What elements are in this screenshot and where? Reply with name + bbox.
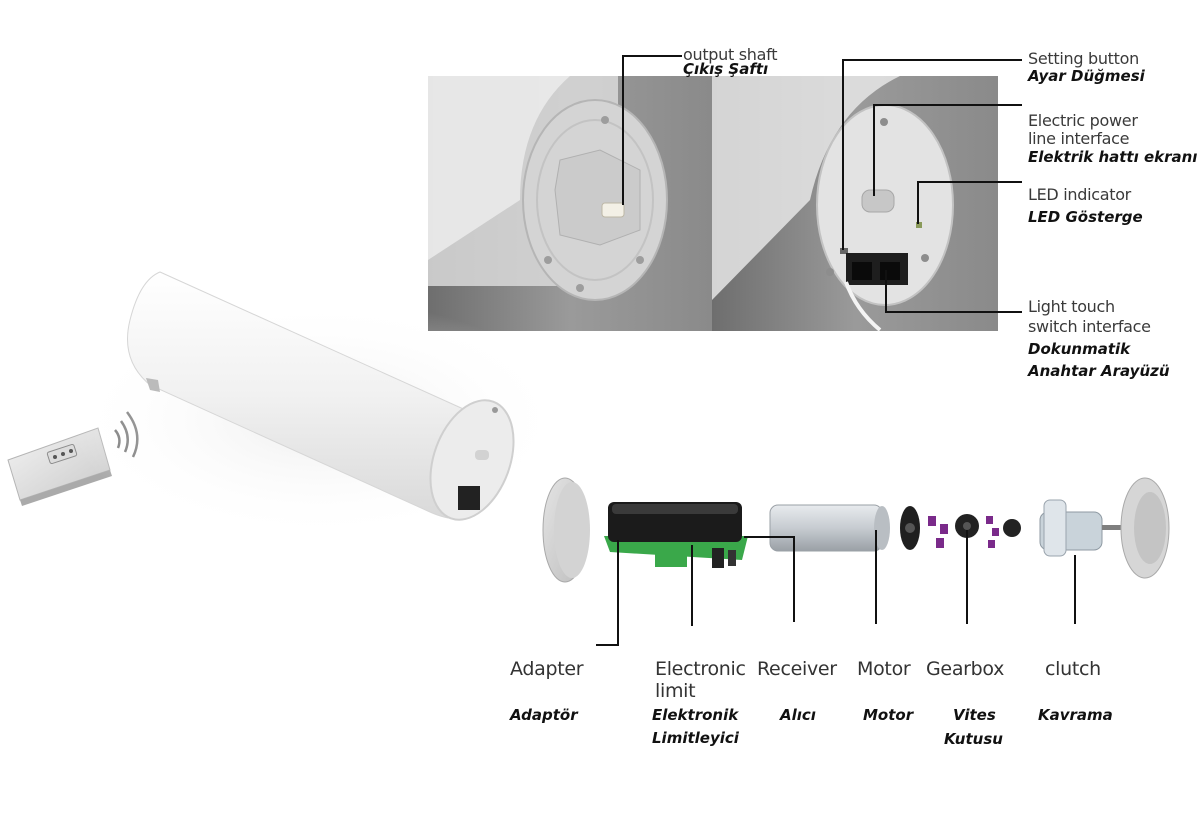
output-shaft-photo: [428, 76, 712, 331]
gearbox-label-tr-1: Vites: [953, 706, 996, 724]
electronic-limit-label-tr-2: Limitleyici: [652, 729, 739, 747]
clutch-part: [1039, 477, 1170, 579]
touch-switch-label-2: switch interface: [1028, 317, 1151, 336]
setting-button-label: Setting button: [1028, 49, 1139, 68]
electronic-limit-label-1: Electronic: [655, 658, 746, 680]
adapter-label: Adapter: [510, 658, 584, 680]
gearbox-label-tr-2: Kutusu: [944, 730, 1003, 748]
tubular-motor: [70, 271, 570, 540]
gearbox-parts: [928, 514, 1021, 548]
power-line-label-tr: Elektrik hattı ekranı: [1028, 148, 1198, 166]
motor-label-tr: Motor: [863, 706, 914, 724]
setting-button-label-tr: Ayar Düğmesi: [1028, 67, 1145, 85]
motor-label: Motor: [857, 658, 911, 680]
electronic-limit-label-2: limit: [655, 680, 696, 702]
receiver-label: Receiver: [757, 658, 837, 680]
led-indicator-label-tr: LED Gösterge: [1028, 208, 1143, 226]
motor-part: [900, 506, 920, 550]
adapter-label-tr: Adaptör: [510, 706, 578, 724]
leader-lines: [596, 55, 1076, 646]
output-shaft-label-tr: Çıkış Şaftı: [683, 60, 769, 78]
adapter-cap: [542, 477, 590, 583]
receiver-label-tr: Alıcı: [780, 706, 816, 724]
gearbox-label: Gearbox: [926, 658, 1005, 680]
power-line-label-2: line interface: [1028, 129, 1130, 148]
output-shaft-label: output shaft: [683, 45, 778, 64]
power-line-label-1: Electric power: [1028, 111, 1138, 130]
electronic-limit-board: [604, 502, 748, 568]
receiver: [769, 504, 890, 552]
clutch-label: clutch: [1045, 658, 1101, 680]
motor-head-photo: [712, 76, 998, 332]
electronic-limit-label-tr-1: Elektronik: [652, 706, 739, 724]
touch-switch-label-tr-1: Dokunmatik: [1028, 340, 1131, 358]
touch-switch-label-tr-2: Anahtar Arayüzü: [1028, 362, 1170, 380]
touch-switch-label-1: Light touch: [1028, 297, 1115, 316]
led-indicator-label: LED indicator: [1028, 185, 1131, 204]
clutch-label-tr: Kavrama: [1038, 706, 1113, 724]
